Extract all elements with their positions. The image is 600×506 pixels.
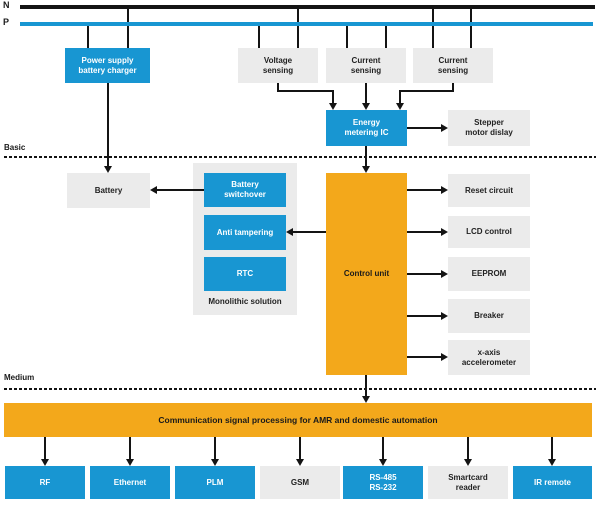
arrowhead: [41, 459, 49, 466]
lcd-control-block: LCD control: [448, 216, 530, 248]
ethernet-block: Ethernet: [90, 466, 170, 499]
connector-control-to-accel: [407, 356, 441, 358]
arrowhead: [396, 103, 404, 110]
bus-p-label: P: [3, 17, 10, 27]
connector-voltage-to-emic: [277, 83, 279, 92]
arrowhead: [362, 166, 370, 173]
energy-metering-ic-block: Energy metering IC: [326, 110, 407, 146]
anti-tampering-block: Anti tampering: [204, 215, 286, 250]
arrowhead: [441, 228, 448, 236]
connector-n-to-voltage-sensing: [297, 7, 299, 48]
plm-block: PLM: [175, 466, 255, 499]
connector-control-to-antitamper: [293, 231, 326, 233]
connector-current2-to-emic: [399, 90, 454, 92]
rf-block: RF: [5, 466, 85, 499]
breaker-block: Breaker: [448, 299, 530, 333]
connector-control-to-eeprom: [407, 273, 441, 275]
connector-comm-to-rf: [44, 437, 46, 460]
arrowhead: [362, 103, 370, 110]
smartcard-reader-block: Smartcard reader: [428, 466, 508, 499]
arrowhead: [329, 103, 337, 110]
arrowhead: [150, 186, 157, 194]
connector-p-to-current-sensing-1: [346, 24, 348, 48]
connector-control-to-reset: [407, 189, 441, 191]
current-sensing-1-block: Current sensing: [326, 48, 406, 83]
arrowhead: [286, 228, 293, 236]
rtc-block: RTC: [204, 257, 286, 291]
arrowhead: [441, 186, 448, 194]
connector-current2-to-emic: [399, 92, 401, 104]
connector-comm-to-smartcard: [467, 437, 469, 460]
connector-emic-to-stepper: [407, 127, 442, 129]
arrowhead: [211, 459, 219, 466]
connector-n-to-current-sensing-2b: [470, 7, 472, 48]
connector-voltage-to-emic: [332, 92, 334, 104]
control-unit-block: Control unit: [326, 173, 407, 375]
gsm-block: GSM: [260, 466, 340, 499]
connector-comm-to-plm: [214, 437, 216, 460]
arrowhead: [464, 459, 472, 466]
connector-n-to-current-sensing-2: [432, 7, 434, 48]
bus-n-label: N: [3, 0, 10, 10]
connector-comm-to-rs485: [382, 437, 384, 460]
arrowhead: [441, 312, 448, 320]
arrowhead: [126, 459, 134, 466]
arrowhead: [441, 270, 448, 278]
current-sensing-2-block: Current sensing: [413, 48, 493, 83]
connector-p-to-voltage-sensing: [258, 24, 260, 48]
arrowhead: [104, 166, 112, 173]
monolithic-solution-caption: Monolithic solution: [208, 297, 282, 306]
connector-current1-to-emic: [365, 83, 367, 104]
connector-n-to-power-supply: [127, 7, 129, 49]
arrowhead: [441, 124, 448, 132]
connector-power-to-battery: [107, 83, 109, 167]
connector-voltage-to-emic: [277, 90, 334, 92]
section-basic-divider: [4, 156, 596, 158]
arrowhead: [296, 459, 304, 466]
connector-control-to-comm: [365, 375, 367, 397]
voltage-sensing-block: Voltage sensing: [238, 48, 318, 83]
bus-n-line: [20, 5, 595, 9]
connector-current2-to-emic: [452, 83, 454, 92]
section-medium-divider: [4, 388, 596, 390]
eeprom-block: EEPROM: [448, 257, 530, 291]
arrowhead: [362, 396, 370, 403]
bus-p-line: [20, 22, 593, 26]
comm-processing-bar: Communication signal processing for AMR …: [4, 403, 592, 437]
battery-switchover-block: Battery switchover: [204, 173, 286, 207]
connector-control-to-lcd: [407, 231, 441, 233]
ir-remote-block: IR remote: [513, 466, 592, 499]
power-supply-block: Power supply battery charger: [65, 48, 150, 83]
connector-control-to-breaker: [407, 315, 441, 317]
connector-comm-to-ir: [551, 437, 553, 460]
connector-p-to-current-sensing-1b: [385, 24, 387, 48]
battery-block: Battery: [67, 173, 150, 208]
connector-comm-to-gsm: [299, 437, 301, 460]
arrowhead: [441, 353, 448, 361]
section-basic-label: Basic: [4, 143, 26, 152]
section-medium-label: Medium: [4, 373, 35, 382]
x-axis-accelerometer-block: x-axis accelerometer: [448, 340, 530, 375]
rs485-rs232-block: RS-485 RS-232: [343, 466, 423, 499]
connector-p-to-power-supply: [87, 24, 89, 49]
connector-switchover-to-battery: [157, 189, 204, 191]
stepper-motor-display-block: Stepper motor dislay: [448, 110, 530, 146]
reset-circuit-block: Reset circuit: [448, 174, 530, 207]
arrowhead: [379, 459, 387, 466]
connector-comm-to-ethernet: [129, 437, 131, 460]
arrowhead: [548, 459, 556, 466]
